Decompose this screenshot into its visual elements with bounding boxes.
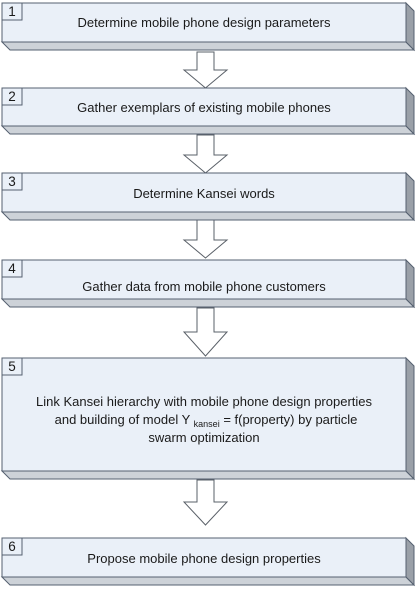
- step-label-line-3: swarm optimization: [148, 430, 259, 445]
- step-number: 1: [8, 4, 16, 19]
- step-box-6: 6 Propose mobile phone design properties: [0, 536, 416, 587]
- down-arrow-icon: [182, 479, 229, 526]
- step-label: Determine Kansei words: [133, 186, 275, 201]
- step-number-tab: [1, 2, 23, 21]
- box-front-face: [1, 172, 407, 213]
- arrow-1-to-2: [182, 51, 229, 89]
- optimization-text: by particle: [298, 412, 357, 427]
- step-label: Gather exemplars of existing mobile phon…: [77, 100, 331, 115]
- step-number-tab: [1, 357, 23, 376]
- box-bottom-face: [0, 298, 416, 308]
- down-arrow-icon: [182, 134, 229, 174]
- step-box-3: 3 Determine Kansei words: [0, 171, 416, 222]
- step-label-line-1: Link Kansei hierarchy with mobile phone …: [36, 394, 373, 409]
- step-number: 6: [8, 539, 16, 554]
- arrow-2-to-3: [182, 134, 229, 174]
- formula-expression: = f(property): [223, 412, 294, 427]
- box-front-face: [1, 537, 407, 578]
- box-bottom-face: [0, 211, 416, 221]
- step-label: Propose mobile phone design properties: [87, 551, 321, 566]
- step-box-4: 4 Gather data from mobile phone customer…: [0, 258, 416, 309]
- box-side-face: [405, 171, 415, 222]
- step-box-2: 2 Gather exemplars of existing mobile ph…: [0, 86, 416, 136]
- down-arrow-icon: [182, 219, 229, 259]
- step-number-tab: [1, 537, 23, 556]
- formula-symbol: Y: [182, 412, 191, 427]
- box-side-face: [405, 536, 415, 587]
- box-side-face: [405, 1, 415, 52]
- box-side-face: [405, 86, 415, 136]
- step-number-tab: [1, 259, 23, 278]
- step-number: 5: [8, 359, 16, 374]
- box-bottom-face: [0, 41, 416, 51]
- step-box-5: 5 Link Kansei hierarchy with mobile phon…: [0, 356, 416, 481]
- box-front-face: [1, 357, 407, 472]
- step-box-1: 1 Determine mobile phone design paramete…: [0, 1, 416, 52]
- box-front-face: [1, 87, 407, 127]
- box-bottom-face: [0, 576, 416, 586]
- step-number-tab: [1, 87, 23, 106]
- box-side-face: [405, 356, 415, 481]
- step-number: 4: [8, 261, 16, 276]
- box-side-face: [405, 258, 415, 309]
- model-text: and building of model: [55, 412, 179, 427]
- arrow-4-to-5: [182, 307, 229, 357]
- box-front-face: [1, 2, 407, 43]
- down-arrow-icon: [182, 307, 229, 357]
- step-number: 3: [8, 174, 16, 189]
- step-label: Gather data from mobile phone customers: [82, 279, 326, 294]
- box-bottom-face: [0, 470, 416, 480]
- formula-subscript: kansei: [194, 419, 220, 429]
- step-label-line-2: and building of model Y kansei = f(prope…: [55, 412, 358, 430]
- step-number: 2: [8, 89, 16, 104]
- down-arrow-icon: [182, 51, 229, 89]
- step-number-tab: [1, 172, 23, 191]
- arrow-3-to-4: [182, 219, 229, 259]
- arrow-5-to-6: [182, 479, 229, 526]
- box-bottom-face: [0, 125, 416, 135]
- box-front-face: [1, 259, 407, 300]
- step-label: Determine mobile phone design parameters: [78, 15, 331, 30]
